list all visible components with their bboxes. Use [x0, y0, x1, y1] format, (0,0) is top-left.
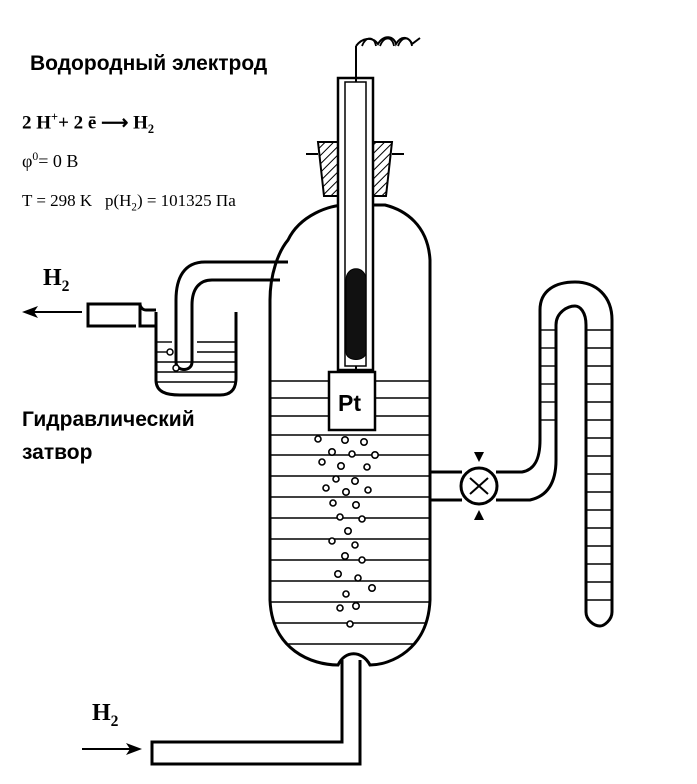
mercury-fill	[345, 268, 367, 360]
platinum-label: Pt	[338, 390, 361, 416]
standard-potential: φ0= 0 В	[22, 150, 79, 171]
seal-label-line1: Гидравлический	[22, 408, 195, 431]
inlet-tube	[150, 660, 362, 766]
seal-liquid	[157, 341, 235, 383]
vessel-body	[268, 203, 432, 667]
platinum-plate	[327, 370, 377, 432]
gas-inlet-label: H2	[92, 700, 119, 730]
seal-cup	[154, 312, 238, 397]
side-tube	[430, 439, 558, 502]
seal-tube	[174, 260, 288, 371]
diagram-title: Водородный электрод	[30, 52, 268, 75]
standard-conditions: T = 298 K p(H2) = 101325 Па	[22, 191, 236, 214]
half-reaction: 2 H++ 2 ē ⟶ H2	[22, 110, 155, 137]
hydrogen-bubbles	[314, 435, 379, 628]
outlet-tube	[86, 302, 156, 328]
seal-label-line2: затвор	[22, 441, 93, 464]
manometer-liquid	[541, 329, 611, 601]
manometer	[538, 280, 614, 628]
gas-outlet-label: H2	[43, 265, 70, 295]
wire	[355, 36, 421, 82]
